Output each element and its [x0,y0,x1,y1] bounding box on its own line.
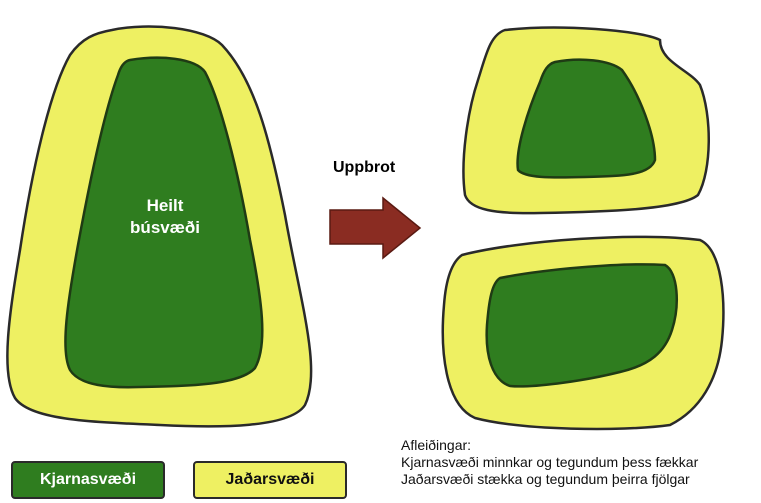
legend-edge-text: Jaðarsvæði [226,471,315,489]
consequences-text: Afleiðingar: Kjarnasvæði minnkar og tegu… [401,437,698,488]
consequences-line2: Jaðarsvæði stækka og tegundum þeirra fjö… [401,471,698,488]
consequences-title: Afleiðingar: [401,437,698,454]
consequences-line1: Kjarnasvæði minnkar og tegundum þess fæk… [401,454,698,471]
whole-habitat-label: Heilt búsvæði [110,195,220,239]
arrow-label: Uppbrot [333,159,395,177]
legend-core-label: Kjarnasvæði [12,462,164,498]
whole-habitat-label-line1: Heilt [110,195,220,217]
fragmentation-arrow [330,198,420,258]
legend-edge-label: Jaðarsvæði [194,462,346,498]
legend-core-text: Kjarnasvæði [40,471,136,489]
whole-habitat-label-line2: búsvæði [110,217,220,239]
